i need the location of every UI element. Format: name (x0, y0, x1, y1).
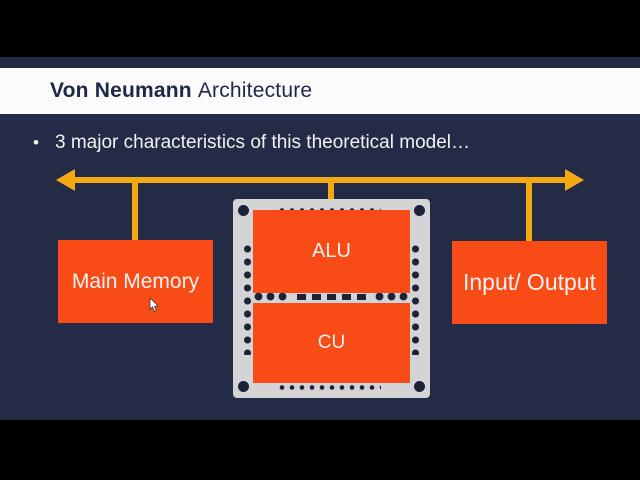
bus-connector-io (526, 183, 532, 241)
bullet-text: 3 major characteristics of this theoreti… (55, 132, 470, 153)
chip-separator-dots-left (253, 292, 289, 301)
input-output-label: Input/ Output (463, 269, 596, 295)
cpu-chip: ALU CU (233, 199, 430, 398)
cu-label: CU (317, 332, 346, 353)
input-output-box: Input/ Output (452, 241, 607, 324)
title-bold-text: Von Neumann (50, 79, 192, 102)
chip-pin-row-bottom (277, 385, 381, 390)
bullet-item: • 3 major characteristics of this theore… (33, 130, 593, 156)
bus-connector-cpu (328, 183, 334, 201)
chip-corner-pin (238, 205, 249, 216)
cu-box: CU (253, 303, 410, 383)
chip-separator-dots-right (374, 292, 410, 301)
bus-connector-memory (132, 183, 138, 240)
bullet-marker: • (33, 133, 39, 152)
chip-corner-pin (414, 381, 425, 392)
chip-corner-pin (238, 381, 249, 392)
main-memory-label: Main Memory (71, 269, 200, 293)
title-regular-text: Architecture (197, 79, 313, 102)
alu-box: ALU (253, 210, 410, 293)
chip-corner-pin (414, 205, 425, 216)
chip-pin-column-right (411, 243, 420, 355)
bus-arrowhead-right-icon (565, 169, 584, 191)
alu-label: ALU (312, 240, 351, 262)
bus-arrowhead-left-icon (56, 169, 75, 191)
system-bus-shaft (72, 177, 566, 183)
chip-separator-dashes (297, 294, 371, 300)
main-memory-box: Main Memory (58, 240, 213, 323)
chip-pin-column-left (243, 243, 252, 355)
mouse-cursor-icon (149, 298, 160, 312)
